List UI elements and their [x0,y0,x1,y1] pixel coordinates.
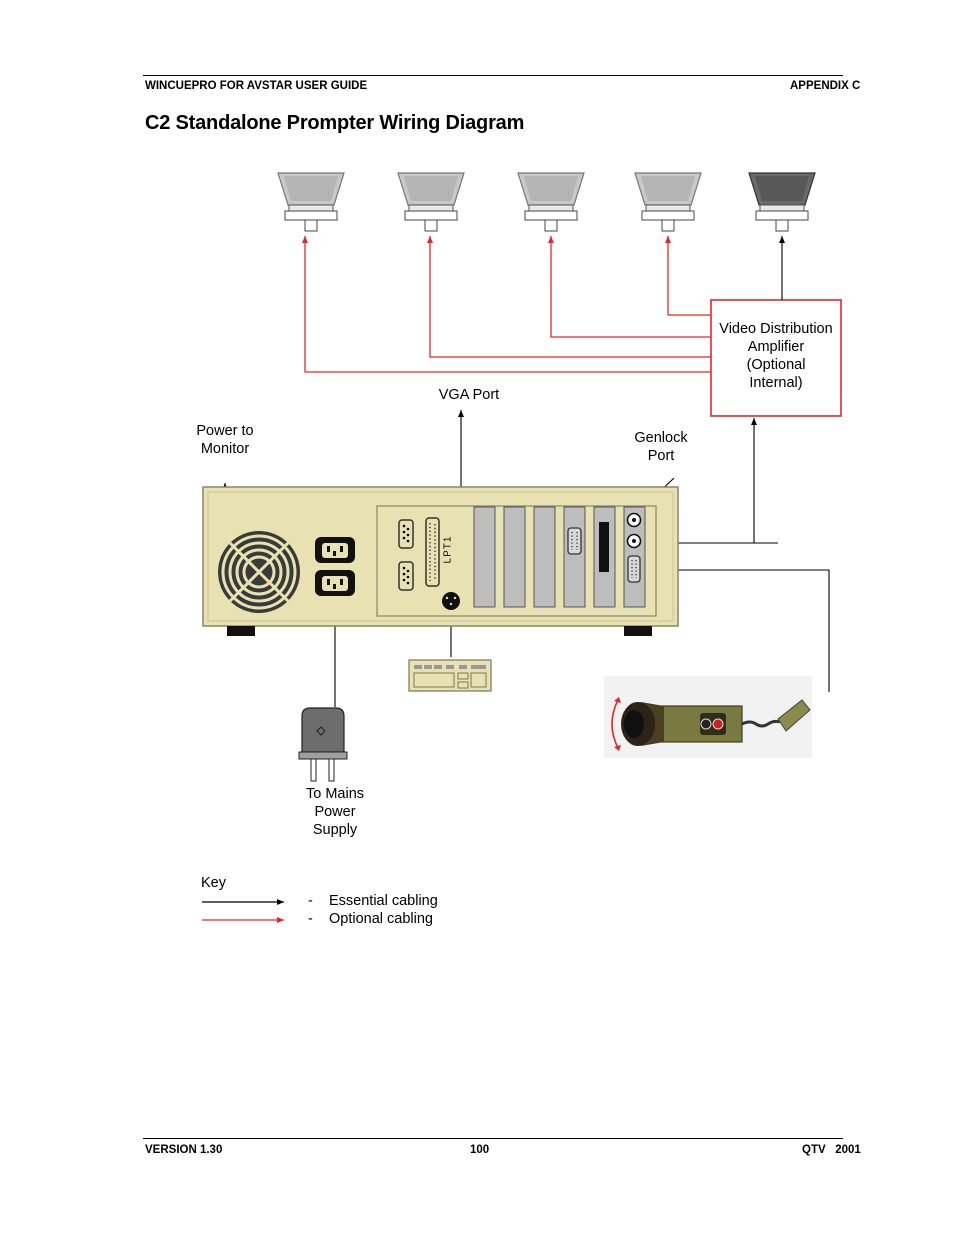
serial-port-2 [398,561,414,591]
footer-page-number: 100 [470,1144,490,1156]
footer-version: VERSION 1.30 [145,1144,223,1156]
genlock-card-slot [623,506,646,608]
mains-power-line-3: Supply [312,822,358,838]
monitor-5-main [748,172,816,232]
power-to-monitor-line-1: Power to [196,423,254,439]
serial-port-1 [398,519,414,549]
hand-controller [604,676,812,758]
vda-label-line-4: Internal) [749,375,803,391]
footer-rule [143,1138,843,1139]
vda-label-line-3: (Optional [746,357,806,373]
vga-card-slot [563,506,586,608]
genlock-port-label: Genlock Port [621,429,701,465]
mains-power-label: To Mains Power Supply [285,785,385,839]
key-essential-label: Essential cabling [329,893,438,909]
computer-back-panel [202,486,679,636]
expansion-slot-1 [473,506,496,608]
fan-grille [218,531,300,613]
page-title: C2 Standalone Prompter Wiring Diagram [145,112,525,134]
genlock-port-line-2: Port [647,448,675,464]
mains-power-line-2: Power [314,804,356,820]
keyboard-port [442,592,460,610]
genlock-port-line-1: Genlock [634,430,688,446]
power-inlet-mains [315,570,355,596]
expansion-slot-2 [503,506,526,608]
footer-copyright: QTV 2001 [802,1144,861,1156]
mains-power-line-1: To Mains [305,786,365,802]
key-optional-label: Optional cabling [329,911,433,927]
power-to-monitor-label: Power to Monitor [175,422,275,458]
vga-port-label: VGA Port [438,387,500,403]
keyboard [408,659,492,692]
header-right: APPENDIX C [790,80,861,92]
card-slot-5 [593,506,616,608]
key-essential-dash: - [308,893,313,909]
vda-label-line-1: Video Distribution [719,321,833,337]
mains-plug [298,707,348,782]
expansion-slot-3 [533,506,556,608]
vda-box [710,299,842,417]
power-outlet-monitor [315,537,355,563]
vda-label-line-2: Amplifier [747,339,805,355]
optional-cables [302,236,711,373]
key-optional-dash: - [308,911,313,927]
lpt1-port [425,517,440,587]
header-left: WINCUEPRO FOR AVSTAR USER GUIDE [145,80,368,92]
vda-label: Video Distribution Amplifier (Optional I… [711,320,841,392]
power-to-monitor-line-2: Monitor [200,441,250,457]
header-rule [143,75,843,76]
key-title: Key [201,875,226,891]
